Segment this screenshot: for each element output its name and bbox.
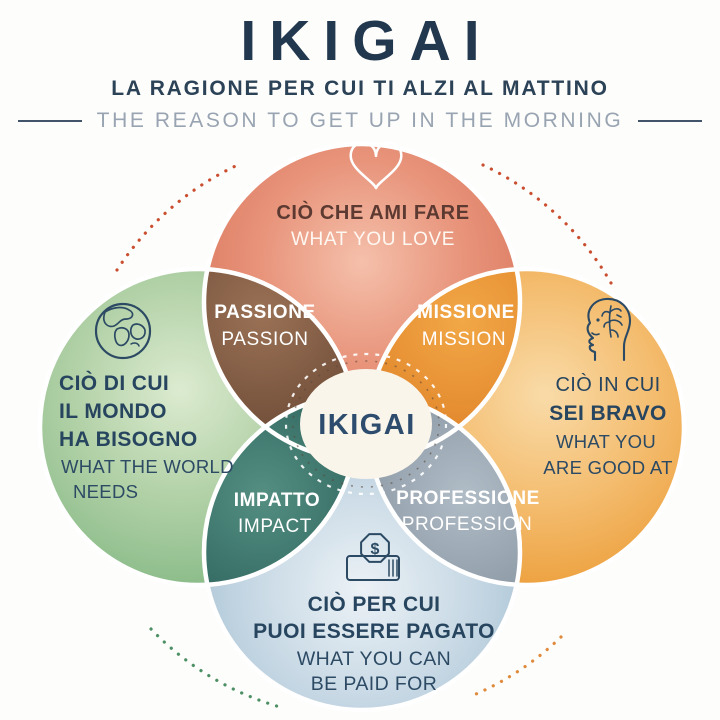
- passion-label-it: PASSIONE: [214, 302, 316, 323]
- globe-icon: [94, 302, 152, 360]
- money-coin-icon: $: [346, 533, 400, 581]
- profession-label-en: PROFESSION: [402, 514, 533, 535]
- head-brain-icon: [586, 297, 632, 362]
- center-dashed-ring-outer: [284, 352, 448, 496]
- good-at-title-line1: CIÒ IN CUI: [555, 373, 660, 396]
- love-title: CIÒ CHE AMI FARE: [276, 200, 469, 224]
- impact-label-en: IMPACT: [238, 516, 312, 537]
- center-dashed-ring-inner: [292, 360, 440, 488]
- paid-for-title-line1: CIÒ PER CUI: [308, 592, 441, 616]
- heart-icon: [349, 141, 403, 190]
- passion-label-en: PASSION: [221, 329, 308, 350]
- good-at-subtitle-line1: WHAT YOU: [556, 431, 656, 452]
- impact-label-it: IMPATTO: [234, 490, 321, 511]
- good-at-subtitle-line2: ARE GOOD AT: [543, 457, 672, 478]
- love-subtitle: WHAT YOU LOVE: [291, 229, 455, 250]
- world-needs-title-line2: IL MONDO: [59, 400, 167, 423]
- world-needs-subtitle-line2: NEEDS: [73, 481, 138, 502]
- center-badge: IKIGAI: [284, 352, 448, 496]
- world-needs-title-line3: HA BISOGNO: [59, 428, 198, 451]
- paid-for-subtitle-line2: BE PAID FOR: [311, 673, 437, 695]
- paid-for-subtitle-line1: WHAT YOU CAN: [297, 648, 451, 670]
- world-needs-title-line1: CIÒ DI CUI: [59, 371, 169, 395]
- center-label: IKIGAI: [318, 409, 416, 441]
- mission-label-en: MISSION: [422, 329, 506, 350]
- center-ellipse: [300, 369, 432, 479]
- paid-for-title-line2: PUOI ESSERE PAGATO: [253, 620, 495, 643]
- svg-text:$: $: [371, 541, 380, 558]
- world-needs-subtitle-line1: WHAT THE WORLD: [61, 456, 234, 477]
- mission-label-it: MISSIONE: [417, 302, 515, 323]
- profession-label-it: PROFESSIONE: [396, 488, 540, 509]
- outer-dotted-ring: [115, 161, 613, 709]
- good-at-title-line2: SEI BRAVO: [549, 402, 667, 425]
- dotted-arc-top-left: [115, 161, 244, 272]
- dotted-arc-bottom-right: [467, 635, 563, 699]
